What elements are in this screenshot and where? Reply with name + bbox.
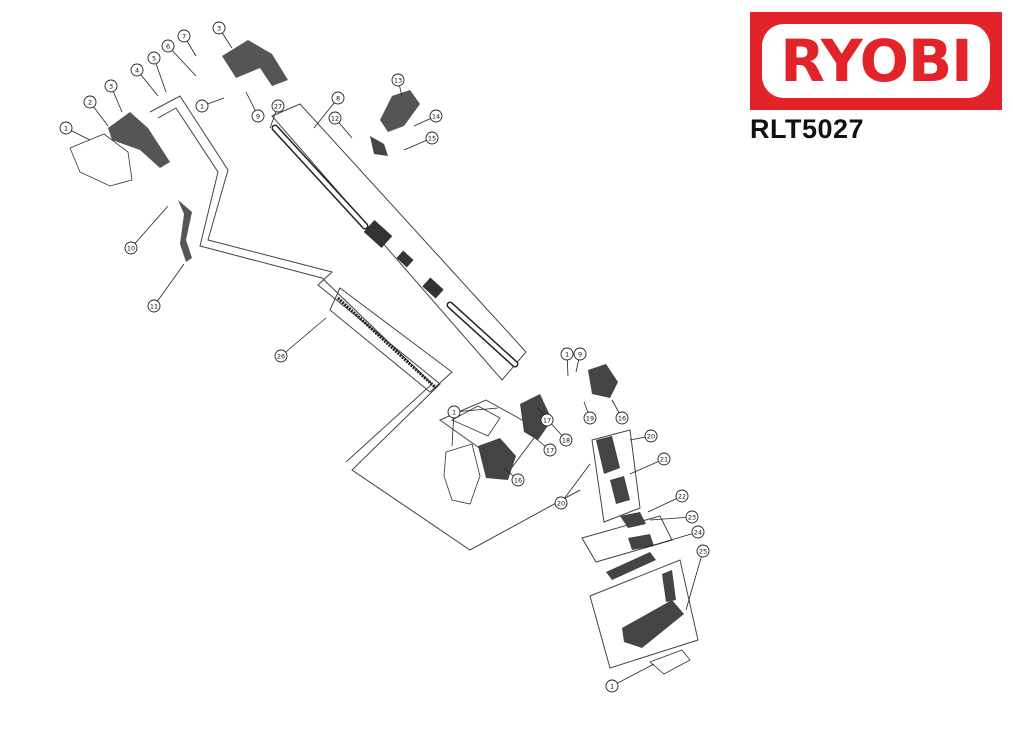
- svg-text:1: 1: [64, 124, 68, 132]
- svg-text:13: 13: [394, 76, 402, 84]
- motor: [596, 436, 620, 474]
- svg-text:9: 9: [256, 112, 260, 120]
- svg-text:1: 1: [565, 350, 569, 358]
- callout-marker: 9: [573, 347, 587, 361]
- callout-marker: 20: [644, 429, 658, 443]
- callout-marker: 3: [104, 79, 118, 93]
- svg-text:8: 8: [336, 94, 340, 102]
- model-number: RLT5027: [750, 114, 865, 144]
- clamp: [520, 394, 552, 440]
- callout-marker: 12: [328, 111, 342, 125]
- callout-marker: 20: [554, 496, 568, 510]
- svg-text:14: 14: [432, 112, 440, 120]
- svg-text:24: 24: [694, 528, 702, 536]
- blade-guard: [606, 552, 656, 580]
- callout-marker: 19: [583, 411, 597, 425]
- callout-marker: 22: [675, 489, 689, 503]
- svg-text:27: 27: [274, 102, 282, 110]
- callout-marker: 1: [605, 679, 619, 693]
- svg-text:16: 16: [618, 414, 626, 422]
- svg-text:15: 15: [428, 134, 436, 142]
- svg-text:23: 23: [688, 513, 696, 521]
- svg-text:17: 17: [546, 446, 554, 454]
- callout-marker: 1: [59, 121, 73, 135]
- svg-text:16: 16: [514, 476, 522, 484]
- svg-text:20: 20: [557, 499, 565, 507]
- svg-text:18: 18: [562, 436, 570, 444]
- handle-parts: [108, 40, 420, 262]
- callout-marker: 17: [540, 413, 554, 427]
- callout-marker: 1: [447, 405, 461, 419]
- callout-marker: 1: [195, 99, 209, 113]
- callout-marker: 26: [274, 349, 288, 363]
- svg-text:12: 12: [331, 114, 339, 122]
- svg-text:3: 3: [217, 24, 221, 32]
- motor-frame: [591, 429, 641, 523]
- svg-text:19: 19: [586, 414, 594, 422]
- front-handle: [222, 40, 288, 86]
- callout-marker: 10: [124, 241, 138, 255]
- callout-marker: 25: [696, 544, 710, 558]
- cable-frame: [329, 287, 453, 393]
- cover-plates: [69, 133, 691, 675]
- callout-marker: 21: [657, 452, 671, 466]
- callout-markers: 1 2 3 4 5 6 7 3 1 9 27 8 13 14 12 15 10 …: [59, 21, 710, 693]
- callout-marker: 24: [691, 525, 705, 539]
- callout-marker: 16: [615, 411, 629, 425]
- callout-marker: 5: [147, 51, 161, 65]
- svg-text:10: 10: [127, 244, 135, 252]
- svg-text:1: 1: [200, 102, 204, 110]
- callout-marker: 8: [331, 91, 345, 105]
- guard-handle: [380, 90, 420, 132]
- callout-marker: 3: [212, 21, 226, 35]
- ryobi-logo: RYOBI: [750, 12, 1002, 110]
- motor-housing-left: [478, 438, 516, 480]
- callout-marker: 17: [543, 443, 557, 457]
- drive-cable: [336, 296, 438, 390]
- callout-marker: 23: [685, 510, 699, 524]
- svg-text:4: 4: [135, 66, 139, 74]
- head-parts: [370, 136, 684, 648]
- callout-marker: 18: [559, 433, 573, 447]
- callout-marker: 4: [130, 63, 144, 77]
- svg-text:3: 3: [109, 82, 113, 90]
- callout-marker: 15: [425, 131, 439, 145]
- svg-text:2: 2: [88, 98, 92, 106]
- callout-marker: 1: [560, 347, 574, 361]
- rear-handle: [108, 112, 170, 168]
- svg-text:22: 22: [678, 492, 686, 500]
- svg-text:6: 6: [166, 42, 170, 50]
- callout-marker: 6: [161, 39, 175, 53]
- svg-text:17: 17: [543, 416, 551, 424]
- switch-cable: [178, 200, 192, 262]
- knob: [370, 136, 388, 156]
- spool-frame: [589, 559, 699, 669]
- spool-housing: [622, 600, 684, 648]
- svg-text:25: 25: [699, 547, 707, 555]
- svg-text:20: 20: [647, 432, 655, 440]
- motor-housing-right: [588, 364, 618, 398]
- svg-text:7: 7: [182, 32, 186, 40]
- callout-marker: 7: [177, 29, 191, 43]
- callout-marker: 16: [511, 473, 525, 487]
- svg-text:1: 1: [610, 682, 614, 690]
- svg-text:11: 11: [150, 302, 158, 310]
- callout-marker: 9: [251, 109, 265, 123]
- brand-name: RYOBI: [780, 27, 973, 95]
- shaft-frame: [271, 103, 527, 381]
- svg-text:1: 1: [452, 408, 456, 416]
- svg-text:5: 5: [152, 54, 156, 62]
- shaft-assembly: [271, 124, 519, 368]
- svg-text:26: 26: [277, 352, 285, 360]
- callout-marker: 27: [271, 99, 285, 113]
- callout-marker: 2: [83, 95, 97, 109]
- callout-marker: 11: [147, 299, 161, 313]
- svg-text:9: 9: [578, 350, 582, 358]
- callout-marker: 13: [391, 73, 405, 87]
- callout-marker: 14: [429, 109, 443, 123]
- svg-text:21: 21: [660, 455, 668, 463]
